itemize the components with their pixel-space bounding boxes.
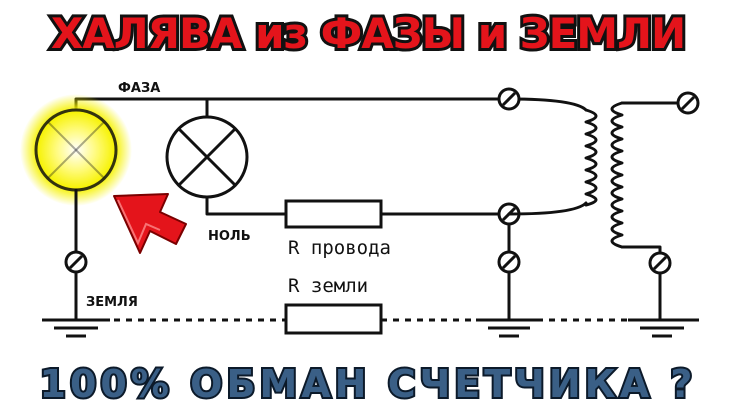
wire-resistance-label: R провода — [288, 237, 391, 259]
transformer-secondary-coil-icon — [610, 101, 624, 249]
secondary-top-terminal-icon — [676, 91, 700, 115]
earth-terminal-icon — [64, 250, 88, 274]
ground-symbol-left-icon — [42, 318, 110, 338]
wire-resistor-icon — [284, 199, 383, 229]
phase-wire — [74, 97, 511, 140]
transformer-primary-bottom-wire — [507, 201, 588, 216]
bottom-caption: 100% ОБМАН СЧЕТЧИКА ? — [40, 362, 697, 406]
secondary-bottom-terminal-icon — [648, 251, 672, 275]
ground-symbol-middle-icon — [476, 318, 542, 338]
ground-symbol-right-icon — [628, 318, 696, 338]
phase-terminal-icon — [497, 87, 521, 111]
transformer-primary-top-wire — [507, 97, 588, 112]
earth-resistance-label: R земли — [288, 275, 368, 297]
neutral-wire-left — [205, 195, 288, 216]
diagram-title: ХАЛЯВА из ФАЗЫ и ЗЕМЛИ — [51, 9, 685, 58]
neutral-earth-terminal-icon — [497, 250, 521, 274]
phase-label: ФАЗА — [118, 81, 160, 96]
neutral-label: НОЛЬ — [208, 229, 251, 244]
transformer-primary-coil-icon — [584, 108, 598, 207]
earth-label: ЗЕМЛЯ — [86, 295, 138, 310]
red-arrow-icon — [113, 193, 187, 254]
load-lamp-icon — [165, 115, 249, 199]
earth-resistor-icon — [284, 303, 383, 335]
